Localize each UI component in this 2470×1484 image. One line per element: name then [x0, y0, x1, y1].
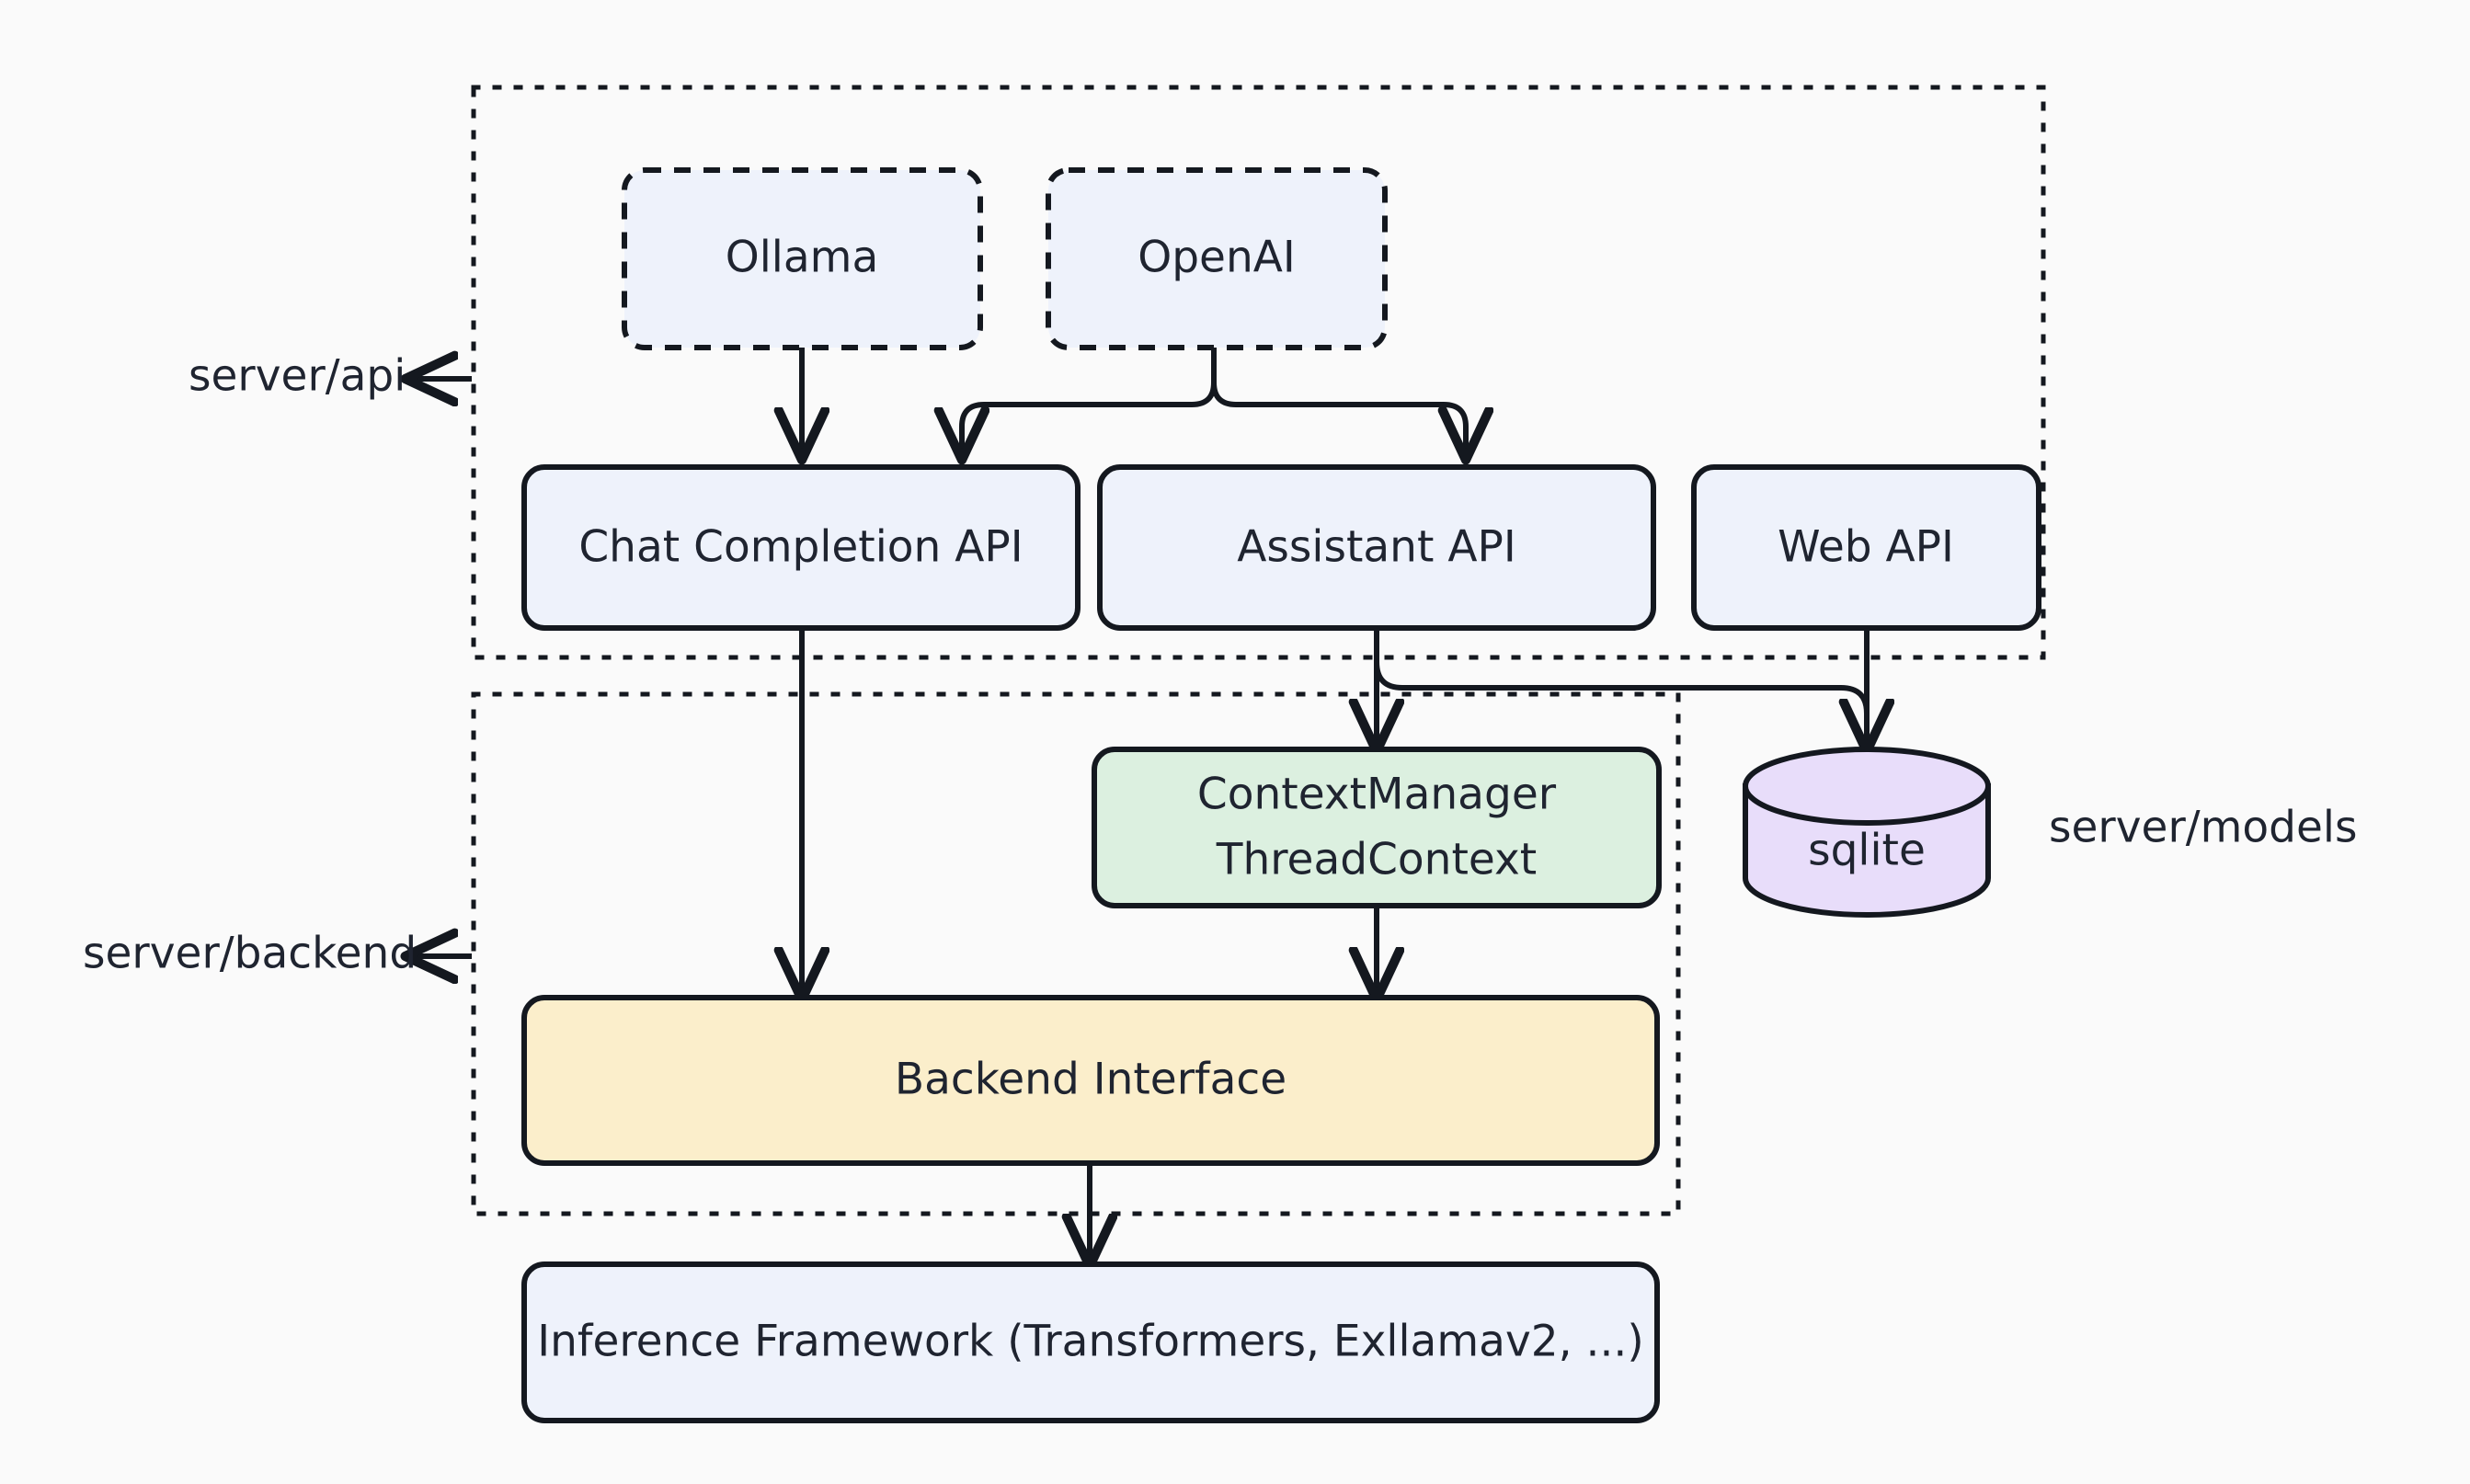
node-web-api-shape[interactable]: [1691, 464, 2041, 631]
group-label-server-backend: server/backend: [83, 929, 417, 979]
node-chat-completion-api-label: Chat Completion API: [578, 522, 1023, 573]
node-inference-framework-shape[interactable]: [521, 1261, 1660, 1423]
node-assistant-api-shape[interactable]: [1097, 464, 1656, 631]
node-assistant-api-label: Assistant API: [1237, 522, 1515, 573]
node-sqlite-shape[interactable]: [1743, 747, 1991, 918]
group-label-server-models: server/models: [2049, 803, 2357, 853]
node-sqlite-label: sqlite: [1808, 826, 1926, 876]
node-context-manager-shape[interactable]: [1092, 747, 1662, 908]
node-chat-completion-api-shape[interactable]: [521, 464, 1081, 631]
node-inference-framework-label: Inference Framework (Transformers, Exlla…: [537, 1317, 1643, 1367]
node-ollama-label: Ollama: [726, 233, 879, 283]
edge-openai-to-chat-completion: [962, 348, 1217, 458]
node-backend-interface-label: Backend Interface: [895, 1055, 1286, 1105]
group-label-server-api: server/api: [189, 351, 406, 402]
node-openai-label: OpenAI: [1138, 233, 1296, 283]
node-context-manager-label-line2: ThreadContext: [1216, 835, 1537, 885]
edge-assistant-api-to-sqlite: [1374, 661, 1870, 736]
node-backend-interface-shape[interactable]: [521, 995, 1660, 1166]
node-web-api-label: Web API: [1778, 522, 1954, 573]
node-openai-shape[interactable]: [1046, 167, 1388, 350]
node-ollama-shape[interactable]: [622, 167, 983, 350]
edge-openai-to-assistant-api: [1211, 348, 1466, 458]
node-context-manager-label-line1: ContextManager: [1197, 770, 1557, 820]
group-container-server-api: [471, 85, 2046, 660]
